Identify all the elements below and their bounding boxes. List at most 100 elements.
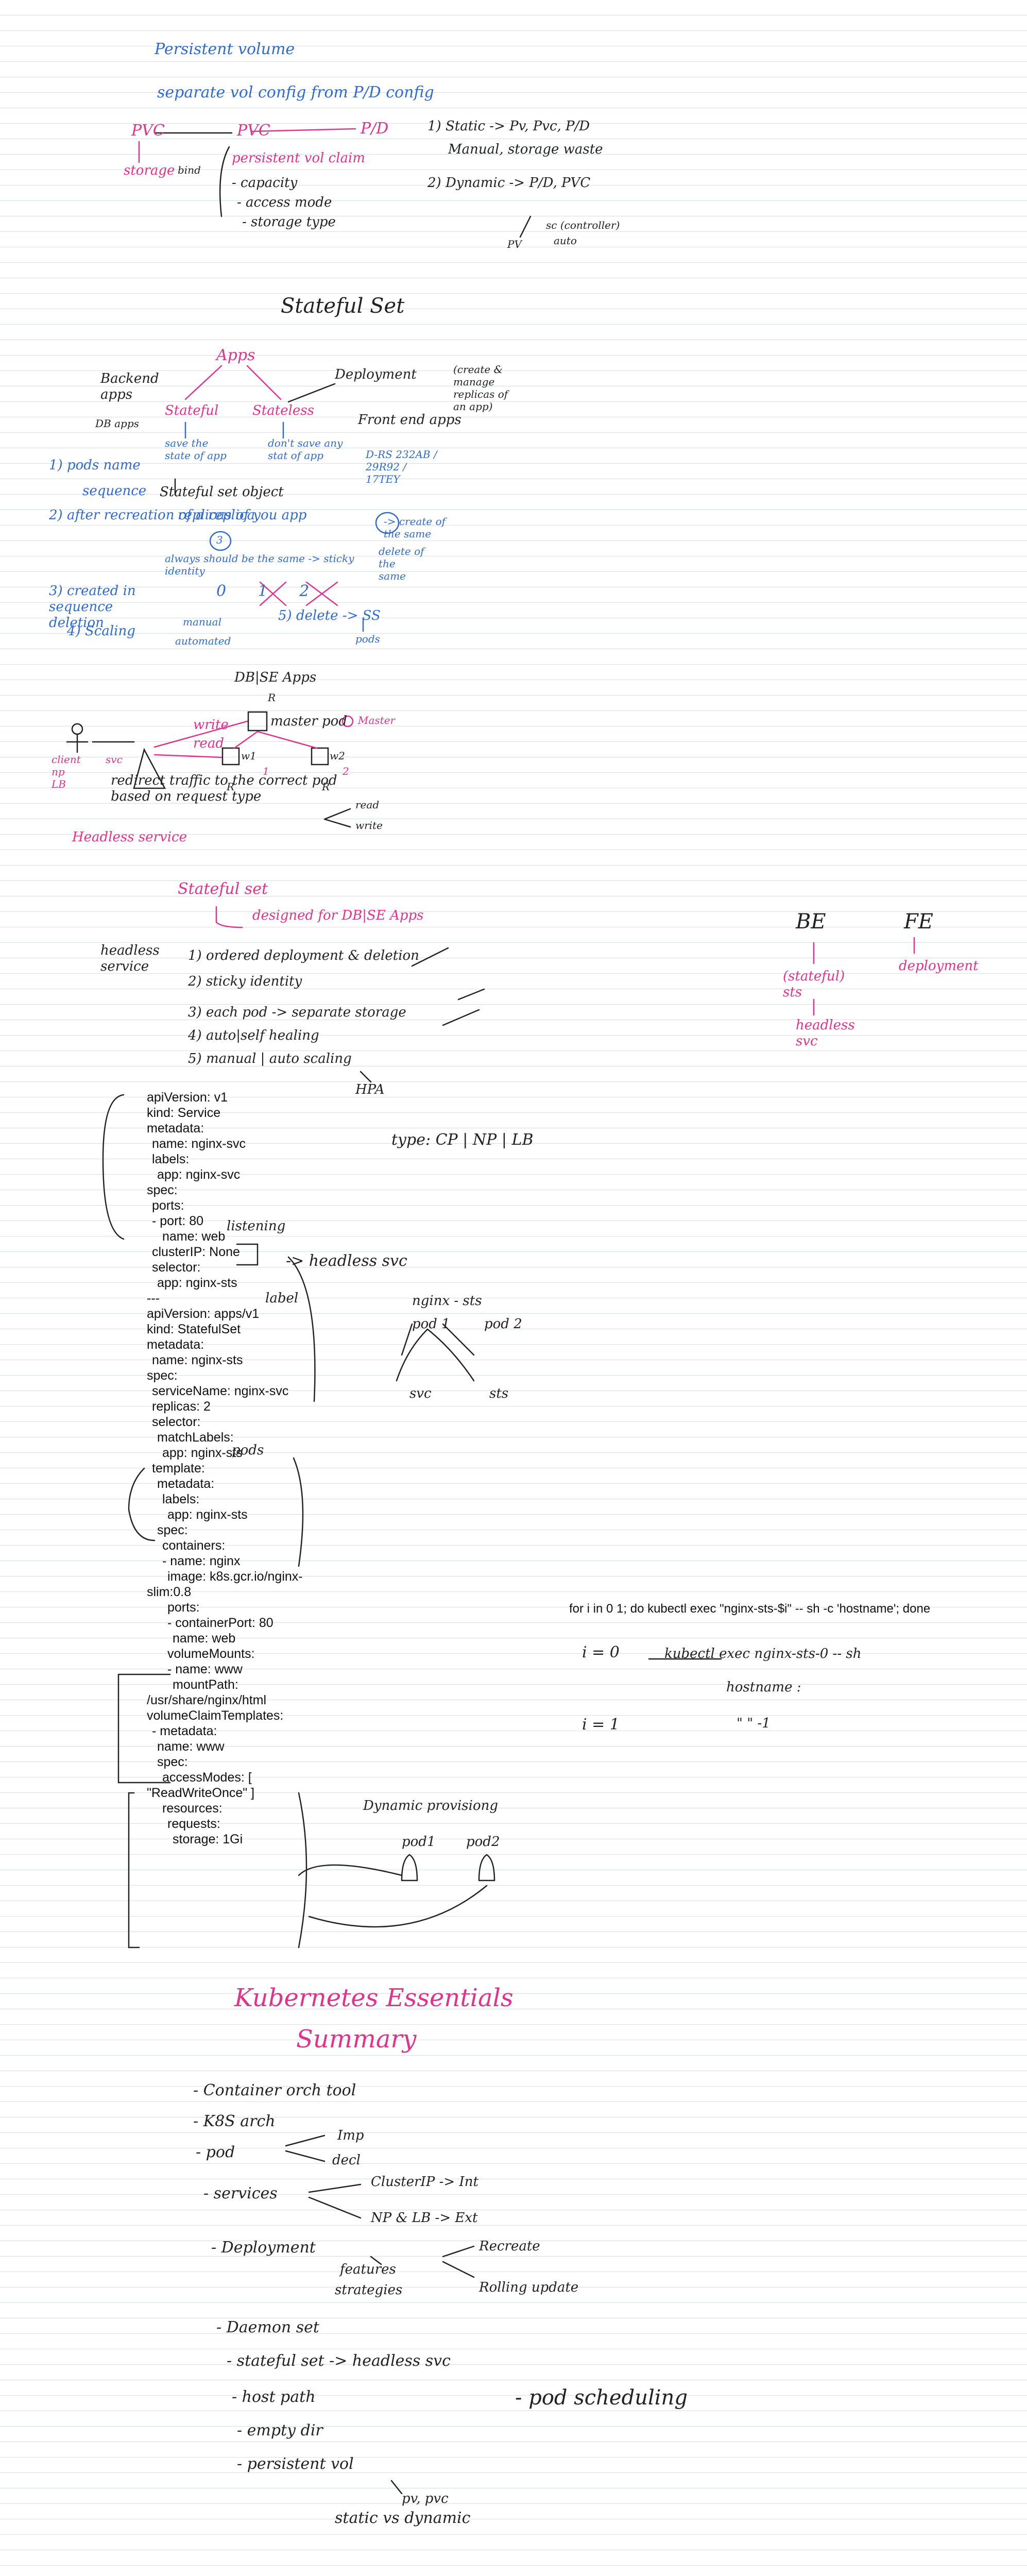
- brace-props: [219, 146, 230, 217]
- pv-pd: P/D: [361, 120, 389, 138]
- sts-object: Stateful set object: [160, 484, 284, 500]
- sts-after-recreation: 2) after recreation of a replica: [49, 507, 255, 523]
- summary-title: Kubernetes Essentials: [234, 1984, 514, 2012]
- yaml-line: app: nginx-sts: [162, 1446, 243, 1460]
- brace-vct: [298, 1792, 307, 1948]
- yaml-line: name: web: [162, 1229, 226, 1244]
- sts-backend: Backend apps: [100, 371, 159, 403]
- tree-svc-sts: [396, 1328, 475, 1382]
- dbse-r-w2: R: [322, 781, 330, 793]
- loop-i0: i = 0: [582, 1643, 620, 1662]
- sts-deployment: Deployment: [335, 367, 417, 382]
- brace-label-link: [287, 1256, 316, 1402]
- sts2-item-4: 4) auto|self healing: [188, 1028, 319, 1043]
- yaml-line: mountPath:: [173, 1677, 238, 1692]
- cross-2: [305, 581, 338, 606]
- dbse-r-w1: R: [227, 781, 235, 793]
- client-head: [71, 723, 83, 735]
- yaml-line: resources:: [162, 1801, 222, 1816]
- bracket-volumes: [117, 1673, 171, 1784]
- yaml-line: - name: www: [167, 1662, 243, 1676]
- check-1: [411, 947, 449, 967]
- client-body: [66, 733, 89, 753]
- pv-prop-storage: - storage type: [242, 214, 336, 230]
- arrow-deployment: [287, 383, 336, 403]
- summary-item-4: - services: [203, 2184, 278, 2202]
- dbse-redirect: redirect traffic to the correct pod base…: [111, 773, 337, 805]
- pv-prop-capacity: - capacity: [232, 175, 298, 191]
- pv-subtitle: separate vol config from P/D config: [157, 83, 434, 101]
- box-w2: [311, 747, 329, 766]
- yaml-line: spec:: [147, 1368, 178, 1383]
- yaml-line: spec:: [147, 1183, 178, 1197]
- loop-exec: kubectl exec nginx-sts-0 -- sh: [664, 1646, 862, 1662]
- yaml-headless-svc: -> headless svc: [286, 1252, 407, 1270]
- loop-i1: i = 1: [582, 1716, 620, 1734]
- pv-claim-label: persistent vol claim: [232, 150, 366, 166]
- yaml-line: matchLabels:: [157, 1430, 234, 1445]
- dbse-client: client np LB: [52, 753, 81, 790]
- summary-item-3: - pod: [196, 2143, 235, 2161]
- yaml-line: serviceName: nginx-svc: [152, 1384, 289, 1398]
- volume-1: [401, 1854, 418, 1882]
- yaml-line: volumeClaimTemplates:: [147, 1708, 284, 1723]
- sts2-designed-for: designed for DB|SE Apps: [252, 908, 424, 923]
- yaml-line: kind: StatefulSet: [147, 1322, 241, 1336]
- sts-sequence: sequence: [82, 483, 147, 499]
- master-dot: [341, 715, 354, 727]
- pv-dynamic-auto: auto: [554, 234, 577, 247]
- sts-stateless: Stateless: [252, 403, 314, 418]
- fork-rw: [323, 808, 351, 828]
- summary-item-1: - Container orch tool: [193, 2081, 356, 2099]
- summary-pv-pvc: pv, pvc: [402, 2491, 449, 2506]
- arrow-pvpvc: [390, 2480, 403, 2495]
- yaml-line: slim:0.8: [147, 1585, 192, 1599]
- dbse-rw-read: read: [355, 799, 380, 811]
- yaml-line: volumeMounts:: [167, 1647, 255, 1661]
- yaml-listening: listening: [227, 1218, 286, 1234]
- arrow-pd-to-pvc: [251, 128, 356, 132]
- cross-1: [259, 581, 287, 606]
- arrows-vct-volumes: [298, 1864, 488, 1928]
- dbse-two: 2: [343, 765, 349, 777]
- sts-pods: pods: [355, 633, 380, 645]
- yaml-line: /usr/share/nginx/html: [147, 1693, 267, 1707]
- pv-static: 1) Static -> Pv, Pvc, P/D: [427, 118, 590, 134]
- yaml-nginx-sts: nginx - sts: [412, 1293, 482, 1309]
- sts-title: Stateful Set: [281, 294, 405, 318]
- fork-services: [308, 2183, 362, 2219]
- summary-rolling: Rolling update: [479, 2280, 579, 2295]
- sts-code-sample: D-RS 232AB / 29R92 / 17TEY: [366, 448, 437, 485]
- sts-frontend: Front end apps: [358, 412, 461, 428]
- yaml-sts: sts: [489, 1386, 509, 1401]
- arrow-replication: [233, 731, 318, 749]
- sts-apps: Apps: [216, 346, 255, 364]
- yaml-line: labels:: [162, 1492, 200, 1506]
- sts2-deployment: deployment: [899, 958, 979, 974]
- yaml-line: selector:: [152, 1260, 201, 1275]
- yaml-pods: pods: [232, 1443, 264, 1458]
- summary-recreate: Recreate: [479, 2239, 540, 2254]
- circle-3: [209, 531, 232, 551]
- yaml-line: clusterIP: None: [152, 1245, 240, 1259]
- loop-ditto: " " -1: [737, 1716, 771, 1731]
- arrow-features: [370, 2256, 382, 2265]
- sts-manual: manual: [183, 616, 221, 628]
- sts-replicas: replicas of you app: [178, 507, 307, 523]
- yaml-line: image: k8s.gcr.io/nginx-: [167, 1569, 303, 1584]
- yaml-line: ports:: [167, 1600, 200, 1615]
- box-master: [247, 711, 268, 732]
- summary-nplb: NP & LB -> Ext: [371, 2210, 478, 2226]
- sts-deployment-note: (create & manage replicas of an app): [453, 363, 508, 413]
- yaml-line: app: nginx-svc: [157, 1167, 241, 1182]
- volume-2: [478, 1854, 495, 1882]
- yaml-dynamic: Dynamic provisiong: [363, 1798, 499, 1814]
- yaml-line: - name: nginx: [162, 1554, 241, 1568]
- box-w1: [221, 747, 240, 766]
- yaml-type-note: type: CP | NP | LB: [391, 1131, 534, 1149]
- yaml-line: apiVersion: v1: [147, 1090, 228, 1105]
- yaml-line: - metadata:: [152, 1724, 217, 1738]
- brace-selector-block: [128, 1467, 156, 1541]
- sts-dont-save: don't save any stat of app: [268, 437, 343, 462]
- sts-always-same: always should be the same -> sticky iden…: [165, 552, 354, 577]
